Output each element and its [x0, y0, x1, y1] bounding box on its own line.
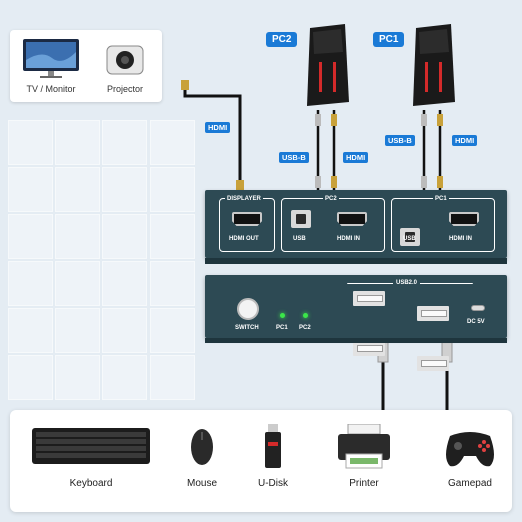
keyboard-icon — [32, 428, 150, 464]
dc-label: DC 5V — [467, 319, 485, 325]
displayer-label: DISPLAYER — [225, 196, 263, 202]
kvm-front-panel: SWITCH PC1 PC2 USB2.0 DC 5V — [205, 275, 507, 371]
pc2-hdmi-in-label: HDMI IN — [337, 236, 360, 242]
kvm-front-edge — [205, 338, 507, 343]
pc2-usb-b-port[interactable] — [291, 210, 311, 228]
pc2-hdmi-in-port[interactable] — [337, 212, 367, 226]
switch-label: SWITCH — [235, 325, 259, 331]
hdmi-plug-top — [181, 80, 189, 90]
udisk-label: U-Disk — [258, 478, 288, 489]
hdmi-out-port[interactable] — [232, 212, 262, 226]
usb-a-port-3[interactable] — [353, 341, 385, 356]
pc2-usb-tag: USB-B — [279, 152, 309, 163]
pc2-led — [303, 313, 308, 318]
pc2-usb-label: USB — [293, 236, 306, 242]
display-devices-card: TV / Monitor Projector — [10, 30, 162, 102]
switch-button[interactable] — [237, 298, 259, 320]
pc1-tower-icon — [413, 24, 455, 106]
gamepad-icon — [446, 432, 494, 467]
keyboard-label: Keyboard — [69, 478, 113, 489]
pc2-badge: PC2 — [266, 32, 298, 47]
udisk-icon — [265, 424, 281, 468]
mouse-label: Mouse — [186, 478, 217, 489]
projector-icon — [106, 45, 144, 75]
pc1-hdmi-in-label: HDMI IN — [449, 236, 472, 242]
kvm-rear-edge — [205, 258, 507, 264]
usb-a-port-1[interactable] — [353, 291, 385, 306]
hdmi-out-label: HDMI OUT — [229, 236, 259, 242]
monitor-icon — [23, 39, 79, 78]
pc1-usb-tag: USB-B — [385, 135, 415, 146]
hdmi-display-tag: HDMI — [205, 122, 231, 133]
pc1-hdmi-in-port[interactable] — [449, 212, 479, 226]
gamepad-label: Gamepad — [448, 478, 492, 489]
projector-label: Projector — [106, 84, 143, 94]
usb-a-port-4[interactable] — [417, 356, 449, 371]
pc1-usb-label: USB — [403, 236, 416, 242]
pc2-tower-icon — [307, 24, 349, 106]
pc1-led-label: PC1 — [276, 325, 288, 331]
pc2-hdmi-tag: HDMI — [343, 152, 369, 163]
pc1-usb-b-port[interactable] — [400, 228, 420, 246]
kvm-rear-panel: DISPLAYER HDMI OUT PC2 USB HDMI IN PC1 U… — [205, 190, 507, 258]
pc2-led-label: PC2 — [299, 325, 311, 331]
tv-monitor-label: TV / Monitor — [26, 84, 76, 94]
printer-icon — [338, 424, 390, 469]
usb20-label: USB2.0 — [393, 280, 421, 286]
mouse-icon — [191, 429, 213, 465]
pc2-group-label: PC2 — [323, 196, 339, 202]
hdmi-plug-kvm — [236, 180, 244, 190]
usb-a-port-2[interactable] — [417, 306, 449, 321]
pc1-led — [280, 313, 285, 318]
background-grid — [0, 110, 200, 410]
pc1-hdmi-tag: HDMI — [452, 135, 478, 146]
printer-label: Printer — [349, 478, 379, 489]
peripherals-card: Keyboard Mouse U-Disk Printer Gamepad — [10, 410, 512, 512]
dc-power-port[interactable] — [471, 305, 485, 311]
pc1-group-label: PC1 — [433, 196, 449, 202]
pc1-badge: PC1 — [373, 32, 405, 47]
